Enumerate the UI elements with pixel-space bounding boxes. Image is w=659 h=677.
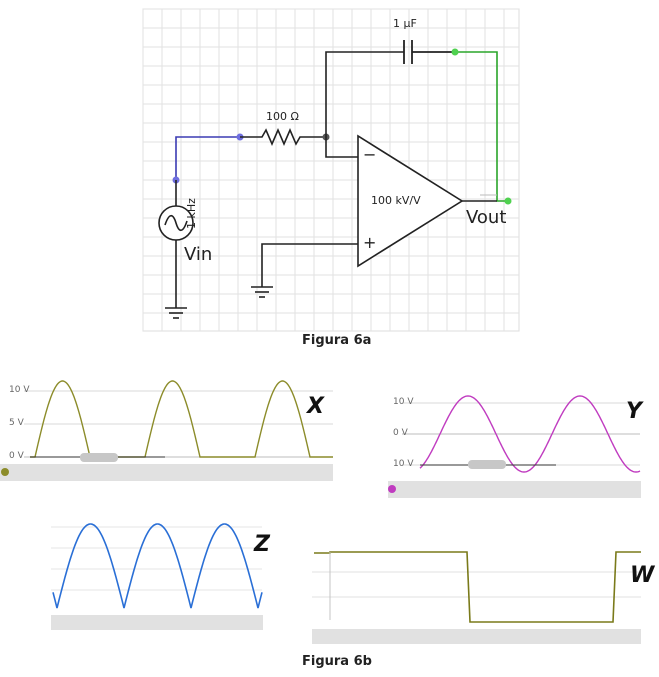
scope-y-tick-bottom: 10 V	[393, 459, 414, 469]
ground-symbol-opamp	[251, 286, 273, 298]
scope-x-trace	[30, 380, 333, 458]
resistor-label: 100 Ω	[266, 110, 299, 123]
scope-z	[51, 515, 263, 632]
scope-x	[0, 380, 333, 481]
figure-6b-caption: Figura 6b	[302, 654, 372, 669]
scope-x-tick-10v: 10 V	[9, 385, 30, 395]
scope-x-marker	[1, 468, 9, 476]
scope-w-scrollbar[interactable]	[312, 629, 641, 644]
figure-6a-caption: Figura 6a	[302, 333, 372, 348]
opamp-plus-label: +	[363, 233, 377, 252]
scope-w	[312, 543, 641, 646]
scope-x-scrollbar[interactable]	[0, 464, 333, 481]
opamp-minus-label: −	[363, 145, 377, 164]
capacitor-right-node[interactable]	[451, 48, 459, 56]
scope-w-label: W	[630, 563, 655, 588]
source-name-label: Vin	[184, 244, 213, 265]
scope-x-tick-0v: 0 V	[9, 451, 24, 461]
scope-y	[388, 392, 641, 498]
scope-x-tick-5v: 5 V	[9, 418, 24, 428]
scope-y-tick-mid: 0 V	[393, 428, 408, 438]
input-wire	[175, 136, 240, 180]
scope-z-label: Z	[254, 532, 270, 557]
scope-y-label: Y	[626, 399, 642, 424]
scope-z-scrollbar[interactable]	[51, 615, 263, 630]
feedback-wire-right	[455, 51, 508, 202]
scope-y-scrollbar-thumb[interactable]	[468, 460, 506, 469]
source-frequency-label: 1 kHz	[185, 198, 198, 229]
scope-x-scrollbar-thumb[interactable]	[80, 453, 118, 462]
scope-y-marker	[388, 485, 396, 493]
scope-y-trace	[419, 395, 641, 473]
resistor[interactable]	[240, 127, 326, 147]
capacitor-label: 1 µF	[393, 17, 417, 30]
ground-symbol-source	[165, 307, 187, 319]
scope-x-label: X	[307, 394, 324, 419]
scope-y-tick-top: 10 V	[393, 397, 414, 407]
feedback-wire-left	[325, 51, 404, 158]
output-node[interactable]	[504, 197, 512, 205]
op-amp[interactable]	[357, 134, 464, 268]
output-name-label: Vout	[466, 207, 507, 228]
capacitor[interactable]	[403, 40, 455, 64]
opamp-gain-label: 100 kV/V	[371, 194, 421, 207]
schematic-grid	[142, 8, 520, 332]
scope-y-scrollbar[interactable]	[388, 481, 641, 498]
scope-z-trace	[52, 523, 263, 609]
ac-source[interactable]	[158, 180, 194, 308]
ground-wire-plus	[261, 243, 358, 287]
